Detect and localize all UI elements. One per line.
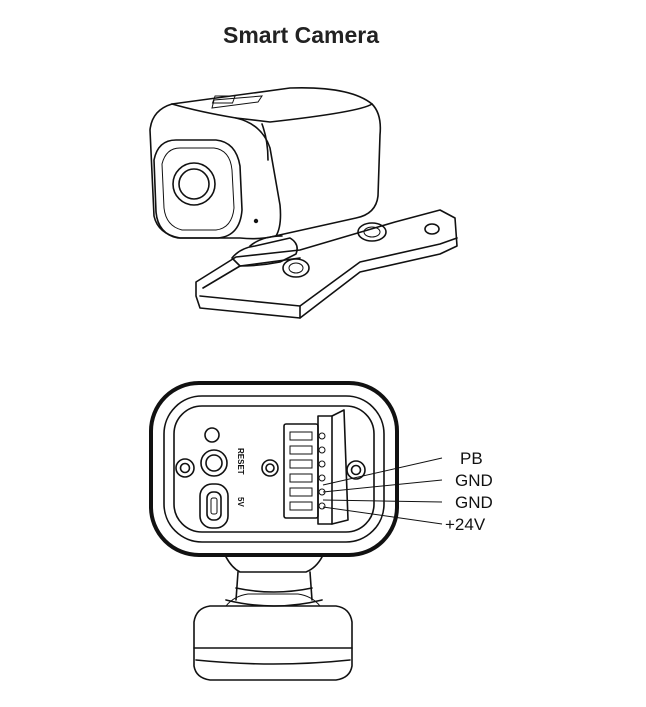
terminal-leader-lines: [322, 457, 443, 525]
left-screw-icon: [175, 458, 195, 478]
rear-swivel-neck: [225, 556, 323, 607]
terminal-block: [283, 409, 366, 525]
terminal-label-gnd-1: GND: [455, 471, 493, 490]
rear-housing-outer: [149, 381, 399, 557]
reset-label: RESET: [236, 448, 245, 475]
terminal-label-24v: +24V: [445, 515, 486, 534]
power-label: 5V: [236, 497, 245, 507]
terminal-label-pb: PB: [460, 449, 483, 468]
terminal-screw-icon: [346, 460, 366, 480]
reset-button[interactable]: [200, 449, 228, 477]
micro-usb-port-icon: [199, 483, 229, 529]
status-led-icon: [204, 427, 220, 443]
terminal-pins: [289, 431, 326, 511]
camera-perspective-view: [149, 87, 458, 319]
middle-screw-icon: [261, 459, 279, 477]
camera-rear-view: RESET 5V: [149, 381, 493, 681]
terminal-label-gnd-2: GND: [455, 493, 493, 512]
rear-mounting-base: [193, 593, 353, 681]
mounting-base-plate: [195, 209, 458, 319]
rear-housing-inner: [163, 395, 385, 543]
camera-body: [149, 87, 382, 240]
diagram-title: Smart Camera: [223, 22, 379, 48]
